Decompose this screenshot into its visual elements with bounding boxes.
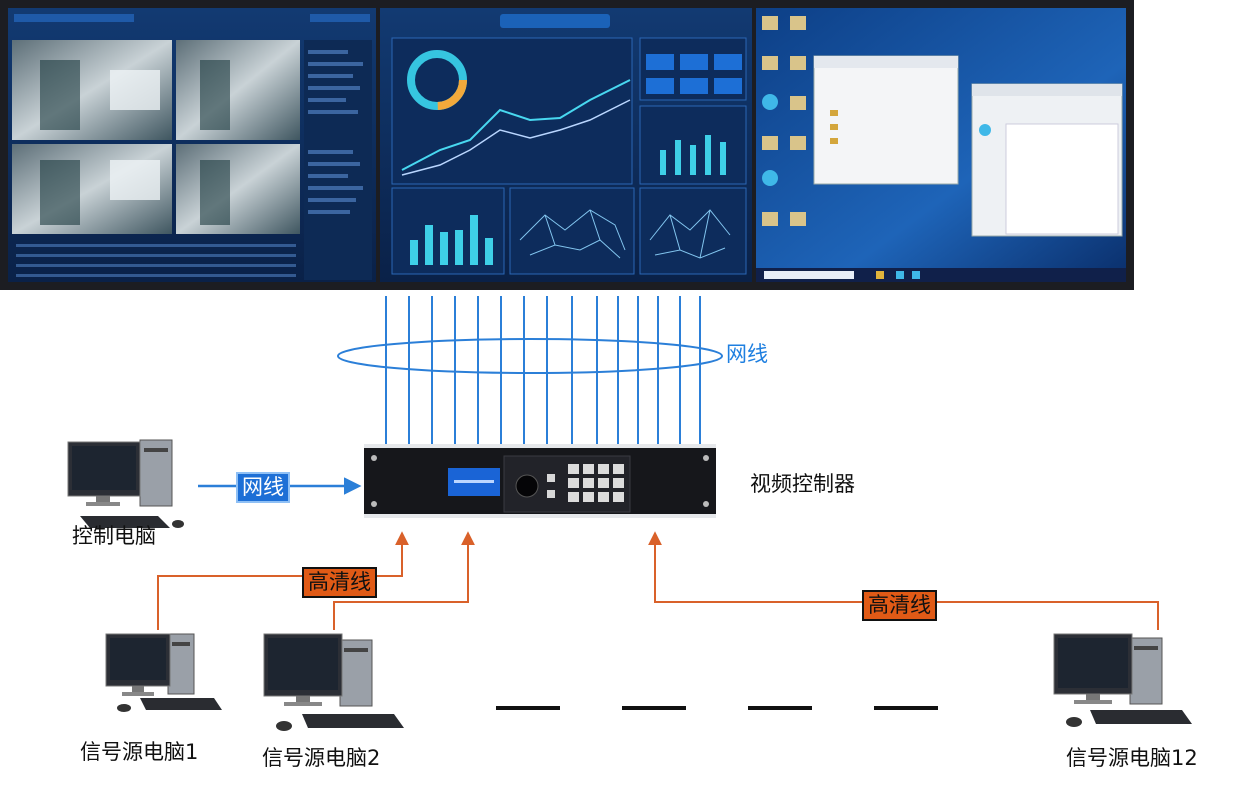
desktop-computer-icon (1053, 633, 1192, 727)
desktop-computer-icon (263, 633, 404, 731)
source-pc-2-label: 信号源电脑2 (262, 746, 381, 770)
video-wall-icon (8, 8, 1126, 282)
cable-bundle-ring (337, 338, 723, 374)
hd-cable-label-right: 高清线 (862, 590, 937, 621)
video-controller-label: 视频控制器 (750, 472, 855, 496)
network-cable-label-top: 网线 (726, 342, 768, 366)
hd-cable-label-left: 高清线 (302, 567, 377, 598)
control-pc-label: 控制电脑 (72, 524, 156, 548)
source-pc-12-label: 信号源电脑12 (1066, 746, 1198, 770)
wall-panel-desktop (756, 8, 1126, 282)
source-pc-1-label: 信号源电脑1 (80, 740, 199, 764)
video-wall (0, 0, 1134, 290)
network-cable-label-left: 网线 (236, 472, 290, 503)
video-controller-device-icon (364, 444, 716, 518)
wall-panel-dashboard (380, 8, 752, 282)
network-cable-bundle (385, 296, 701, 450)
desktop-computer-icon (67, 439, 184, 528)
wall-panel-surveillance (8, 8, 376, 282)
desktop-computer-icon (105, 633, 222, 712)
